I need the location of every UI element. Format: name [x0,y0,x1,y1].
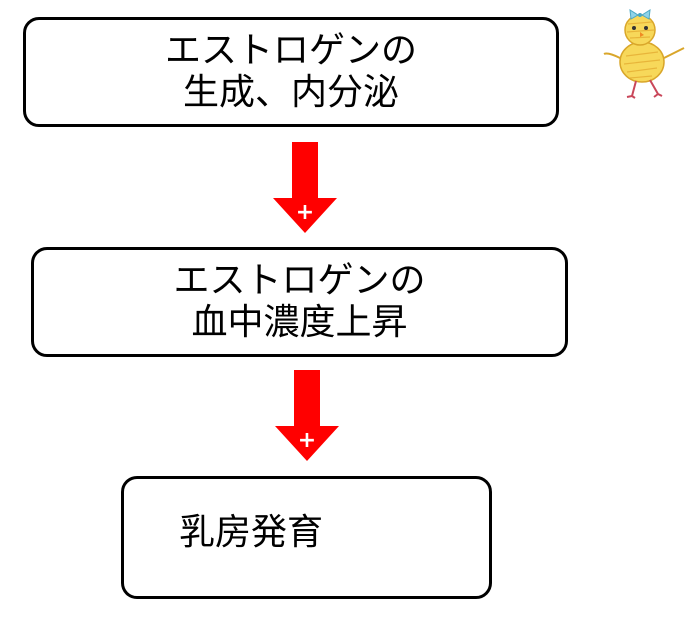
node-2-line-2: 血中濃度上昇 [191,302,407,344]
chick-drawing-icon [600,4,690,100]
flow-node-breast-development: 乳房発育 [121,476,492,599]
arrow-2-plus-sign: + [298,428,316,453]
node-3-line-1: 乳房発育 [179,512,323,554]
flow-node-estrogen-blood-level: エストロゲンの 血中濃度上昇 [31,247,568,357]
flow-node-estrogen-production: エストロゲンの 生成、内分泌 [23,17,559,127]
node-1-line-2: 生成、内分泌 [183,72,399,114]
flow-arrow-1: + [273,142,337,233]
flow-arrow-2: + [275,370,339,461]
node-2-line-1: エストロゲンの [173,260,425,302]
node-1-line-1: エストロゲンの [165,30,417,72]
arrow-1-plus-sign: + [296,200,314,225]
